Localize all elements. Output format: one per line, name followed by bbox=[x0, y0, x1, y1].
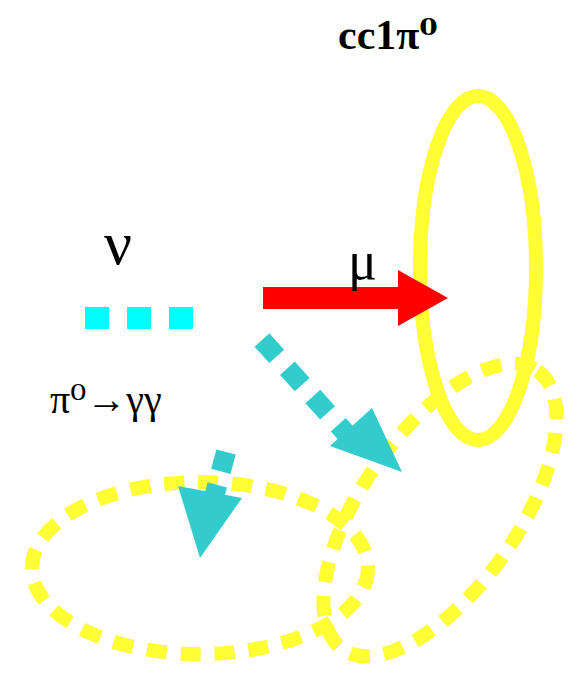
muon-ring bbox=[420, 96, 536, 440]
neutrino-track bbox=[85, 307, 210, 329]
decay-label: π⁰→γγ bbox=[50, 380, 162, 420]
muon-track bbox=[263, 287, 400, 309]
muon-arrowhead bbox=[398, 270, 448, 326]
photon-track bbox=[262, 340, 352, 440]
particle-label: μ bbox=[348, 234, 377, 288]
gamma-ring bbox=[32, 482, 368, 654]
particle-label: ν bbox=[104, 212, 132, 274]
photon-arrowhead bbox=[330, 408, 402, 472]
photon-arrowhead bbox=[178, 486, 242, 558]
diagram-title: cc1π⁰ bbox=[338, 14, 438, 56]
